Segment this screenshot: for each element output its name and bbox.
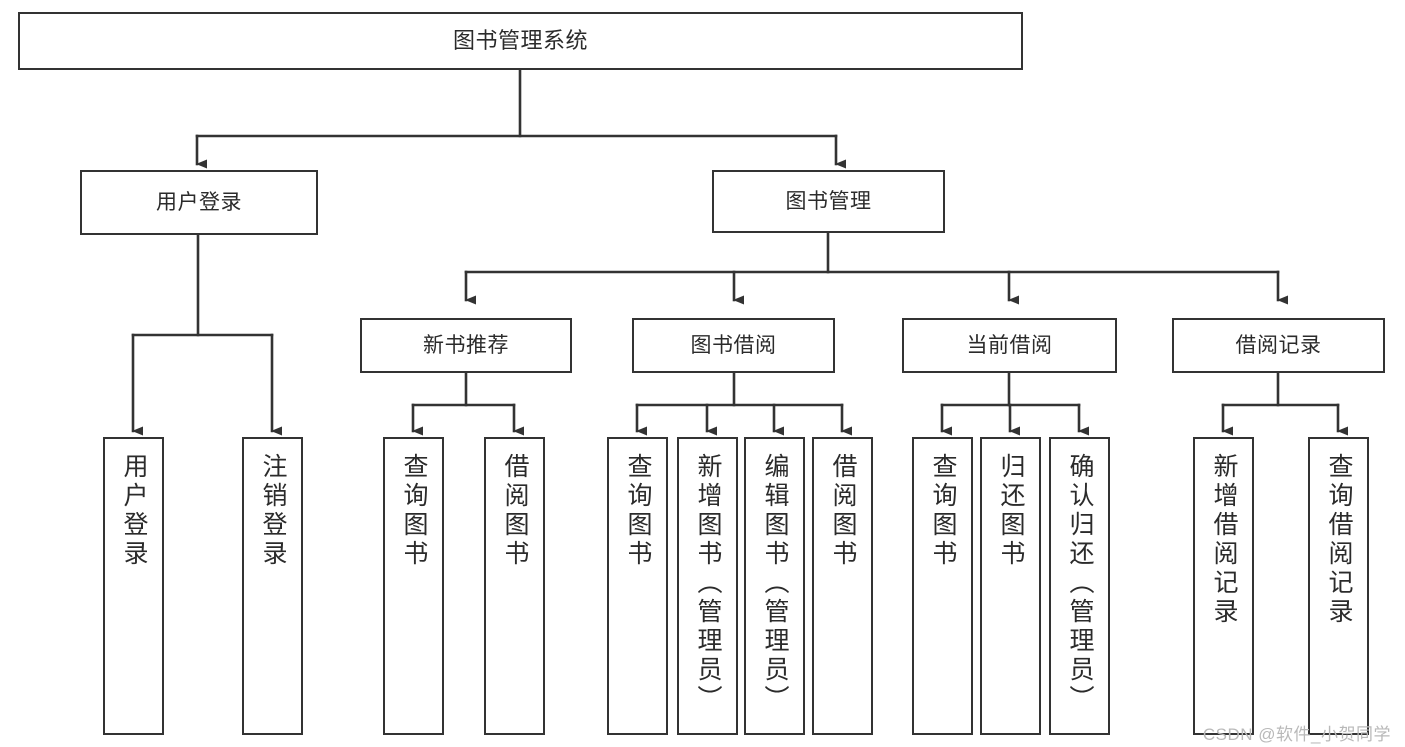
node-new-book-recommend[interactable]: 新书推荐 <box>360 318 572 373</box>
node-label: 借阅图书 <box>829 453 857 569</box>
node-label: 编辑图书（管理员） <box>761 453 789 714</box>
node-leaf-confirm-return-admin[interactable]: 确认归还（管理员） <box>1049 437 1110 735</box>
node-label: 当前借阅 <box>966 333 1053 357</box>
node-label: 新增图书（管理员） <box>694 453 722 714</box>
node-label: 图书管理系统 <box>452 27 588 53</box>
node-leaf-query-book-current[interactable]: 查询图书 <box>912 437 973 735</box>
node-leaf-user-login[interactable]: 用户登录 <box>103 437 164 735</box>
node-book-management[interactable]: 图书管理 <box>712 170 945 233</box>
node-label: 查询借阅记录 <box>1325 453 1353 627</box>
node-current-borrow[interactable]: 当前借阅 <box>902 318 1117 373</box>
node-label: 借阅图书 <box>501 453 529 569</box>
node-label: 用户登录 <box>156 190 242 214</box>
node-label: 图书借阅 <box>690 333 777 357</box>
node-leaf-return-book[interactable]: 归还图书 <box>980 437 1041 735</box>
node-label: 用户登录 <box>120 453 148 569</box>
node-leaf-add-borrow-record[interactable]: 新增借阅记录 <box>1193 437 1254 735</box>
node-label: 新增借阅记录 <box>1210 453 1238 627</box>
node-borrow-record[interactable]: 借阅记录 <box>1172 318 1385 373</box>
node-leaf-edit-book-admin[interactable]: 编辑图书（管理员） <box>744 437 805 735</box>
node-label: 查询图书 <box>624 453 652 569</box>
node-label: 确认归还（管理员） <box>1066 453 1094 714</box>
node-leaf-add-book-admin[interactable]: 新增图书（管理员） <box>677 437 738 735</box>
node-leaf-borrow-book-recommend[interactable]: 借阅图书 <box>484 437 545 735</box>
node-label: 图书管理 <box>785 189 872 213</box>
csdn-watermark: CSDN @软件_小贺同学 <box>1202 725 1391 744</box>
node-user-login[interactable]: 用户登录 <box>80 170 318 235</box>
node-label: 查询图书 <box>929 453 957 569</box>
node-label: 新书推荐 <box>423 333 509 357</box>
node-leaf-borrow-book-borrow[interactable]: 借阅图书 <box>812 437 873 735</box>
node-label: 注销登录 <box>259 453 287 569</box>
node-label: 查询图书 <box>400 453 428 569</box>
node-label: 借阅记录 <box>1235 333 1322 357</box>
node-label: 归还图书 <box>997 453 1025 569</box>
node-root-book-management-system[interactable]: 图书管理系统 <box>18 12 1023 70</box>
node-leaf-query-book-recommend[interactable]: 查询图书 <box>383 437 444 735</box>
node-leaf-query-borrow-record[interactable]: 查询借阅记录 <box>1308 437 1369 735</box>
node-leaf-logout-login[interactable]: 注销登录 <box>242 437 303 735</box>
node-book-borrow[interactable]: 图书借阅 <box>632 318 835 373</box>
node-leaf-query-book-borrow[interactable]: 查询图书 <box>607 437 668 735</box>
